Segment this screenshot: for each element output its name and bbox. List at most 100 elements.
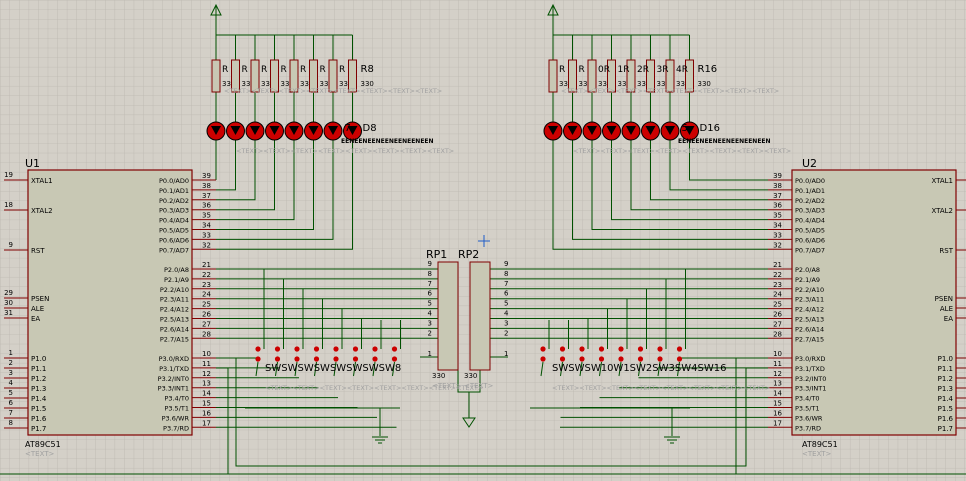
pin-number: 24 (202, 291, 211, 299)
pin-label: P3.7/RD (163, 424, 189, 432)
led-diode-mark (665, 126, 675, 135)
pin-label: P2.4/A12 (795, 306, 824, 314)
switch-contact (255, 356, 261, 362)
resistor (607, 59, 616, 93)
pin-label: P2.3/A11 (795, 296, 824, 304)
resistor (309, 59, 318, 93)
wire (216, 150, 314, 230)
pin-number: 17 (202, 419, 211, 427)
pin-label: P2.0/A8 (164, 266, 189, 274)
pin-label: P2.6/A14 (795, 325, 824, 333)
pin-label: P0.4/AD4 (795, 217, 825, 225)
resistor-pack-pin-number: 4 (428, 310, 433, 318)
switch-contact (372, 356, 378, 362)
wire (216, 150, 275, 211)
pin-label: P1.4 (31, 395, 47, 403)
pin-number: 35 (202, 212, 211, 220)
led-diode-mark (269, 126, 280, 135)
resistor (231, 59, 240, 93)
pin-number: 12 (202, 370, 211, 378)
pin-label: P3.7/RD (795, 424, 821, 432)
pin-label: P0.3/AD3 (795, 207, 825, 215)
led-label: 5 (682, 123, 688, 134)
switch-contact (294, 356, 300, 362)
switch-contact (618, 356, 624, 362)
pin-label: P2.2/A10 (795, 286, 824, 294)
resistor-pack (437, 261, 459, 371)
led-diode-mark (308, 126, 319, 135)
resistor-ref-label: R16 (698, 64, 718, 75)
resistor-label: 0R (598, 65, 610, 75)
resistor-label: R (559, 65, 565, 75)
pin-number: 38 (773, 182, 782, 190)
resistor-value: 33 (281, 80, 290, 88)
pin-number: 22 (773, 271, 782, 279)
pin-label: EA (944, 315, 953, 323)
resistor-value: 33 (261, 80, 270, 88)
pin-label: P3.4/T0 (164, 395, 189, 403)
wire (314, 361, 317, 377)
pin-label: P3.0/RXD (159, 355, 189, 363)
resistor-label: 4R (676, 65, 688, 75)
switch-contact (598, 346, 605, 352)
wire (560, 361, 563, 377)
resistor-label: R (222, 65, 228, 75)
pin-number: 39 (773, 172, 782, 180)
switch-contact (352, 356, 359, 362)
switch-contact (657, 356, 663, 362)
led-text-placeholder: <TEXT><TEXT><TEXT><TEXT><TEXT><TEXT><TEX… (236, 147, 454, 155)
switch-contact (255, 346, 261, 352)
pin-label: P0.7/AD7 (795, 246, 825, 254)
wire (392, 361, 395, 377)
pin-number: 32 (202, 241, 211, 249)
switch-contact (274, 356, 281, 362)
pin-number: 17 (773, 419, 782, 427)
pin-number: 10 (773, 350, 782, 358)
pin-label: P1.5 (31, 405, 46, 413)
switch-contact (579, 356, 585, 362)
pin-label: RST (939, 247, 953, 255)
pin-label: XTAL1 (31, 177, 53, 185)
pin-number: 16 (773, 409, 782, 417)
resistor (548, 59, 558, 93)
labels: U1AT89C51<TEXT>19XTAL118XTAL29RST29PSEN3… (4, 64, 954, 458)
pin-number: 7 (9, 409, 13, 417)
resistor (348, 59, 357, 93)
pin-number: 27 (202, 320, 211, 328)
resistor (646, 59, 655, 93)
wire (599, 361, 602, 377)
pin-number: 9 (9, 241, 13, 249)
pin-label: P1.7 (938, 425, 953, 433)
pin-label: P3.5/T1 (164, 405, 189, 413)
pin-label: P2.4/A12 (160, 306, 189, 314)
led-diode-mark (289, 126, 299, 135)
wire (216, 150, 236, 191)
wire (552, 150, 768, 250)
pin-number: 26 (202, 311, 211, 319)
pin-number: 15 (202, 400, 211, 408)
pin-label: P3.3/INT1 (795, 385, 826, 393)
pin-number: 14 (202, 390, 211, 398)
pin-number: 37 (773, 192, 782, 200)
pin-label: P3.4/T0 (795, 395, 820, 403)
pin-number: 23 (773, 281, 782, 289)
resistor-pack-value: 330 (464, 372, 477, 380)
resistor-value: 33 (598, 80, 607, 88)
led-diode-mark (230, 126, 241, 135)
pin-number: 14 (773, 390, 782, 398)
switch-contact (333, 356, 339, 362)
switch-contact (372, 346, 378, 352)
resistor (328, 59, 338, 93)
resistor (568, 59, 577, 93)
pin-number: 36 (773, 202, 782, 210)
resistor-pack-ref: RP2 (458, 248, 479, 261)
led-ref-label: D16 (700, 123, 720, 134)
pin-label: P1.1 (31, 365, 46, 373)
pin-number: 8 (9, 419, 13, 427)
pin-number: 10 (202, 350, 211, 358)
pin-label: P2.7/A15 (160, 335, 189, 343)
chip-part-label: AT89C51 (802, 440, 838, 449)
resistor-label: R (320, 65, 326, 75)
resistor-label: 1R (618, 65, 630, 75)
